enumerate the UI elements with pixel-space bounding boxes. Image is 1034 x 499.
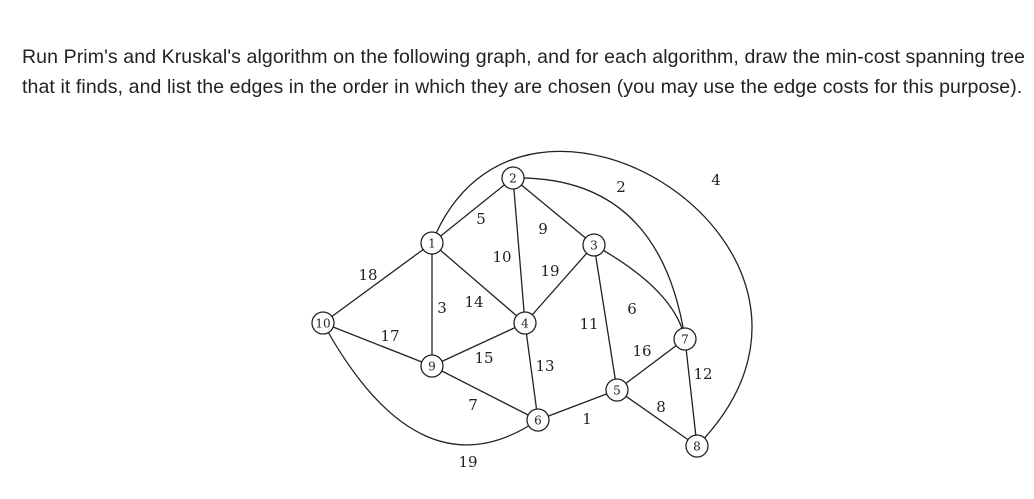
edge-6-5 [537,389,618,421]
edge-weight-10-6: 19 [458,453,477,471]
node-circle [420,354,444,378]
edge-weight-5-8: 8 [656,398,666,416]
edge-10-9 [322,322,433,367]
node-circle [501,166,525,190]
edge-10-6 [322,322,539,446]
question-line-2: that it finds, and list the edges in the… [22,76,1023,98]
edge-weight-2-7: 2 [616,178,626,196]
edge-weight-3-4: 19 [540,262,559,280]
node-circle [513,311,537,335]
edge-4-6 [524,322,539,421]
node-5: 5 [605,378,629,402]
node-label: 3 [590,239,598,253]
edge-4-9 [431,322,526,367]
node-circle [526,408,550,432]
edge-7-8 [684,338,698,447]
node-label: 1 [428,237,436,251]
edge-weight-1-4: 14 [464,293,483,311]
graph-edges [322,150,753,447]
node-10: 10 [311,311,335,335]
node-label: 7 [681,333,689,347]
edge-weight-10-9: 17 [380,327,399,345]
edge-weight-7-8: 12 [693,365,712,383]
edge-weight-4-6: 13 [535,357,554,375]
node-1: 1 [420,231,444,255]
node-label: 8 [693,440,701,454]
node-label: 5 [613,384,621,398]
node-label: 10 [315,317,330,331]
edge-9-6 [431,365,539,421]
question-text: Run Prim's and Kruskal's algorithm on th… [22,42,1027,102]
node-8: 8 [685,434,709,458]
edge-1-8 [431,150,753,447]
node-label: 4 [521,317,529,331]
edge-weight-1-8: 4 [711,171,721,189]
question-line-1: Run Prim's and Kruskal's algorithm on th… [22,46,1026,68]
node-6: 6 [526,408,550,432]
edge-2-7 [512,177,686,340]
edge-5-8 [616,389,698,447]
node-2: 2 [501,166,525,190]
node-circle [673,327,697,351]
node-label: 6 [534,414,542,428]
edge-1-2 [431,177,514,244]
edge-2-4 [512,177,526,324]
edge-weight-6-5: 1 [582,410,592,428]
edge-weight-2-3: 9 [538,220,548,238]
node-circle [685,434,709,458]
edge-weight-3-5: 11 [579,315,598,333]
node-3: 3 [582,233,606,257]
edge-3-5 [593,244,618,391]
edge-weight-10-1: 18 [358,266,377,284]
edge-1-4 [431,242,526,324]
edge-10-1 [322,242,433,324]
node-circle [582,233,606,257]
node-9: 9 [420,354,444,378]
edge-weight-1-9: 3 [437,299,447,317]
node-label: 9 [428,360,436,374]
node-circle [605,378,629,402]
node-circle [420,231,444,255]
node-label: 2 [509,172,517,186]
edge-5-7 [616,338,686,391]
edge-3-4 [524,244,595,324]
edge-weight-5-7: 16 [632,342,651,360]
edge-2-3 [512,177,595,246]
node-circle [311,311,335,335]
edge-weight-9-6: 7 [468,396,478,414]
edge-weight-1-2: 5 [476,210,486,228]
edge-weight-3-7: 6 [627,300,637,318]
node-7: 7 [673,327,697,351]
edge-weight-4-9: 15 [474,349,493,367]
node-4: 4 [513,311,537,335]
edge-3-7 [593,244,686,340]
edge-weight-2-4: 10 [492,248,511,266]
